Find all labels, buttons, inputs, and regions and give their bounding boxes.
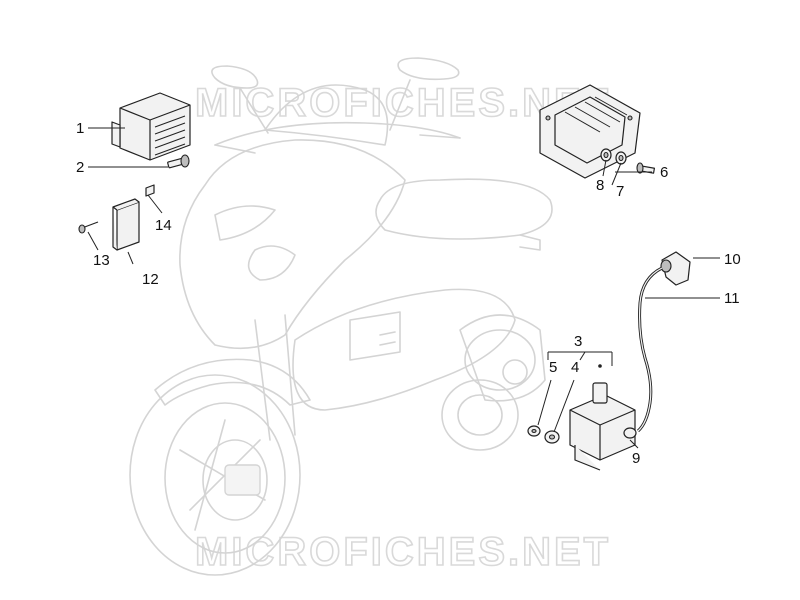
voltage-regulator — [111, 92, 191, 161]
spark-plug-cap — [660, 251, 691, 286]
electronic-control-unit — [539, 84, 641, 179]
nut-4 — [544, 430, 560, 444]
callout-labels: 1 2 14 13 12 6 7 8 10 11 3 4 5 9 — [76, 120, 741, 467]
cdi-clip — [145, 184, 155, 197]
callout-1: 1 — [76, 120, 84, 137]
scooter-outline — [129, 57, 553, 576]
callout-6: 6 — [660, 164, 668, 181]
callout-5: 5 — [549, 359, 557, 376]
watermark-bottom: MICROFICHES.NET — [195, 530, 611, 574]
washer-8 — [600, 148, 612, 162]
cdi-screw — [78, 221, 99, 234]
callout-7: 7 — [616, 183, 624, 200]
screw-6 — [636, 162, 656, 174]
cdi-unit — [112, 198, 140, 251]
callout-12: 12 — [142, 271, 159, 288]
callout-11: 11 — [724, 290, 740, 307]
washer-5 — [527, 425, 541, 437]
hv-lead — [636, 266, 663, 433]
washer-7 — [615, 151, 627, 165]
callout-10: 10 — [724, 251, 741, 268]
callout-2: 2 — [76, 159, 84, 176]
callout-9: 9 — [632, 450, 640, 467]
regulator-screw — [167, 154, 190, 169]
callout-14: 14 — [155, 217, 172, 234]
callout-8: 8 — [596, 177, 604, 194]
callout-3: 3 — [574, 333, 582, 350]
callout-4: 4 — [571, 359, 579, 376]
terminal-9 — [623, 427, 637, 439]
ignition-coil — [569, 382, 636, 471]
leader-lines — [87, 127, 720, 449]
callout-13: 13 — [93, 252, 110, 269]
